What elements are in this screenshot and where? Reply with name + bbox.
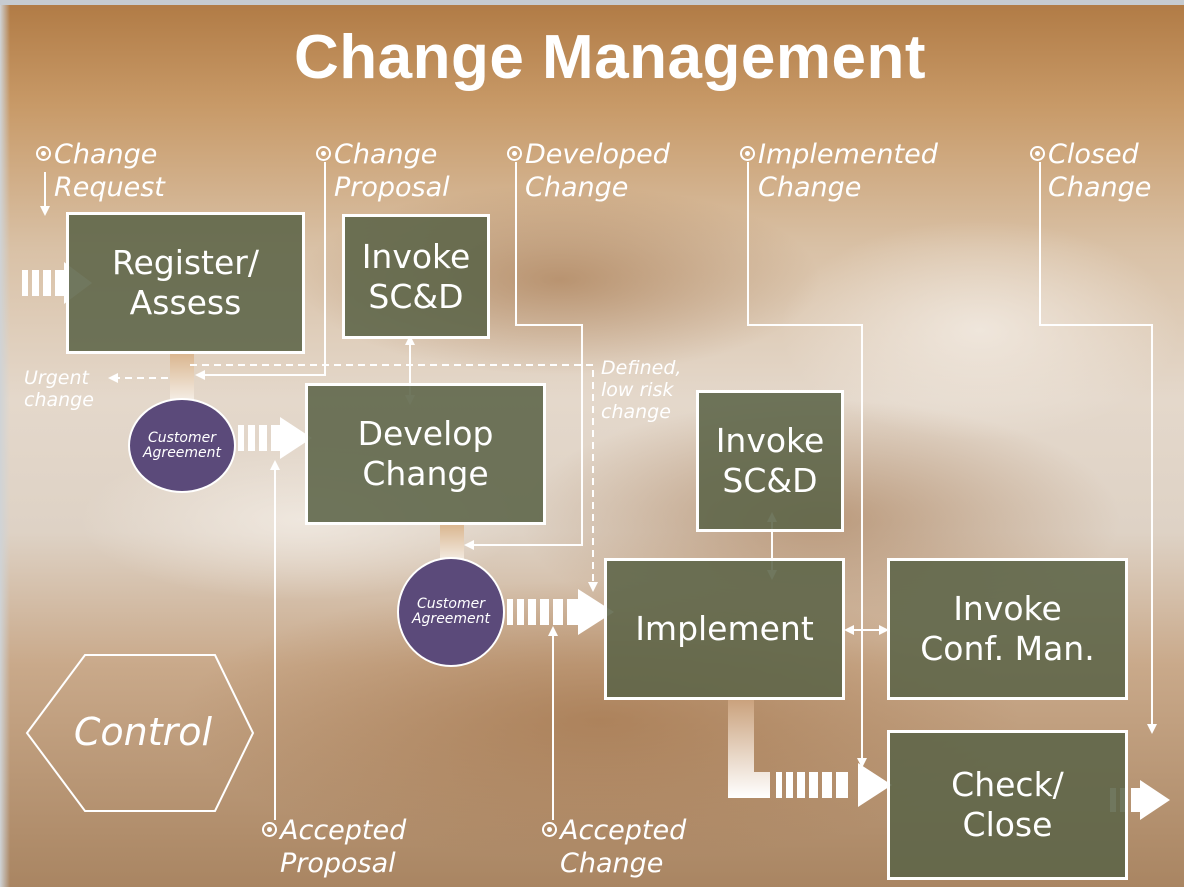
developed-change-label: Developed Change bbox=[507, 138, 670, 204]
invoke-conf-man-box: Invoke Conf. Man. bbox=[887, 558, 1128, 700]
customer-agreement-label-2: Customer Agreement bbox=[411, 596, 491, 627]
check-close-box: Check/ Close bbox=[887, 730, 1128, 880]
invoke-conf-man-label: Invoke Conf. Man. bbox=[920, 589, 1095, 668]
input-indicator-icon bbox=[262, 822, 277, 837]
accepted-proposal-label: Accepted Proposal bbox=[262, 814, 406, 880]
change-request-label: Change Request bbox=[36, 138, 165, 204]
control-hexagon bbox=[25, 654, 255, 812]
invoke-scd-box-1: Invoke SC&D bbox=[342, 214, 490, 339]
invoke-scd-label-2: Invoke SC&D bbox=[715, 421, 825, 500]
page-title: Change Management bbox=[293, 23, 927, 92]
develop-change-box: Develop Change bbox=[305, 383, 546, 525]
change-proposal-line bbox=[195, 162, 326, 380]
develop-to-agreement-shaft bbox=[440, 523, 464, 563]
customer-agreement-circle-2: Customer Agreement bbox=[397, 557, 505, 667]
register-to-agreement-shaft bbox=[170, 352, 194, 402]
customer-agreement-circle-1: Customer Agreement bbox=[128, 398, 236, 493]
implement-to-check-arrow bbox=[776, 763, 892, 807]
implemented-change-line bbox=[747, 162, 867, 768]
developed-change-line bbox=[464, 162, 583, 550]
invoke-scd-box-2: Invoke SC&D bbox=[696, 390, 844, 532]
low-risk-dashed-path bbox=[190, 364, 598, 592]
develop-change-label: Develop Change bbox=[357, 414, 494, 493]
register-assess-label: Register/ Assess bbox=[112, 243, 259, 322]
control-label: Control bbox=[73, 710, 213, 754]
implement-box: Implement bbox=[604, 558, 845, 700]
implement-label: Implement bbox=[635, 609, 814, 648]
register-assess-box: Register/ Assess bbox=[66, 212, 305, 354]
agreement2-to-implement-arrow bbox=[507, 589, 614, 635]
urgent-change-label: Urgent change bbox=[24, 367, 94, 411]
accepted-change-label: Accepted Change bbox=[542, 814, 686, 880]
implemented-change-label: Implemented Change bbox=[740, 138, 938, 204]
customer-agreement-label-1: Customer Agreement bbox=[142, 429, 222, 461]
invoke-scd-label-1: Invoke SC&D bbox=[361, 236, 471, 316]
input-indicator-icon bbox=[507, 146, 522, 161]
implement-to-check-shaft bbox=[728, 698, 770, 798]
closed-change-label: Closed Change bbox=[1030, 138, 1151, 204]
input-indicator-icon bbox=[542, 822, 557, 837]
input-indicator-icon bbox=[36, 146, 51, 161]
input-indicator-icon bbox=[316, 146, 331, 161]
agreement1-to-develop-arrow bbox=[238, 417, 312, 459]
input-indicator-icon bbox=[740, 146, 755, 161]
defined-low-risk-change-label: Defined, low risk change bbox=[601, 357, 682, 423]
check-close-label: Check/ Close bbox=[951, 765, 1064, 844]
closed-change-line bbox=[1039, 162, 1157, 734]
change-proposal-label: Change Proposal bbox=[316, 138, 450, 204]
input-indicator-icon bbox=[1030, 146, 1045, 161]
